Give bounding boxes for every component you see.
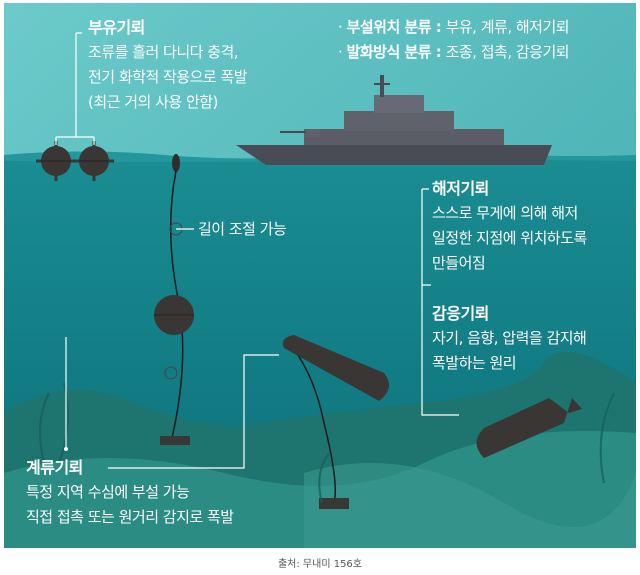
floating-mine-title: 부유기뢰 bbox=[88, 18, 145, 37]
depth-adjustable-note: 길이 조절 가능 bbox=[198, 220, 287, 238]
bottom-mine-desc-3: 만들어짐 bbox=[432, 254, 486, 272]
floating-mine-desc-1: 조류를 흘러 다니다 충격, bbox=[88, 43, 239, 61]
classification-location: · 부설위치 분류 : 부유, 계류, 해저기뢰 bbox=[338, 18, 570, 36]
classification-trigger: · 발화방식 분류 : 조종, 접촉, 감응기뢰 bbox=[338, 43, 570, 61]
leader-lines bbox=[55, 32, 459, 469]
floating-mine-desc-2: 전기 화학적 작용으로 폭발 bbox=[88, 68, 248, 86]
influence-mine-desc-2: 폭발하는 원리 bbox=[432, 354, 517, 372]
influence-mine-label: 감응기뢰 자기, 음향, 압력을 감지해 폭발하는 원리 bbox=[432, 301, 587, 376]
moored-mine-title: 계류기뢰 bbox=[26, 458, 83, 477]
classification-list: · 부설위치 분류 : 부유, 계류, 해저기뢰 · 발화방식 분류 : 조종,… bbox=[338, 15, 570, 65]
influence-mine bbox=[476, 398, 582, 458]
moored-mine-desc-2: 직접 접촉 또는 원거리 감지로 폭발 bbox=[26, 508, 234, 526]
influence-mine-desc-1: 자기, 음향, 압력을 감지해 bbox=[432, 329, 587, 347]
influence-mine-title: 감응기뢰 bbox=[432, 304, 489, 323]
warship bbox=[236, 75, 552, 165]
bottom-mine-label: 해저기뢰 스스로 무게에 의해 해저 일정한 지점에 위치하도록 만들어짐 bbox=[432, 176, 587, 276]
illustration bbox=[4, 3, 636, 548]
moored-mine-desc-1: 특정 지역 수심에 부설 가능 bbox=[26, 483, 190, 501]
bottom-mine bbox=[282, 335, 389, 509]
source-caption: 출처: 무내미 156호 bbox=[277, 559, 362, 570]
bottom-mine-desc-1: 스스로 무게에 의해 해저 bbox=[432, 204, 578, 222]
floating-mine-desc-3: (최근 거의 사용 안함) bbox=[88, 93, 218, 111]
floating-mine-label: 부유기뢰 조류를 흘러 다니다 충격, 전기 화학적 작용으로 폭발 (최근 거… bbox=[88, 15, 248, 115]
bottom-mine-title: 해저기뢰 bbox=[432, 179, 489, 198]
moored-mine bbox=[154, 154, 194, 445]
naval-mine-infographic: 부유기뢰 조류를 흘러 다니다 충격, 전기 화학적 작용으로 폭발 (최근 거… bbox=[4, 3, 636, 548]
ship-hull bbox=[236, 145, 552, 165]
bottom-mine-desc-2: 일정한 지점에 위치하도록 bbox=[432, 229, 587, 247]
floating-mines bbox=[36, 141, 114, 181]
moored-mine-label: 계류기뢰 특정 지역 수심에 부설 가능 직접 접촉 또는 원거리 감지로 폭발 bbox=[26, 455, 234, 530]
